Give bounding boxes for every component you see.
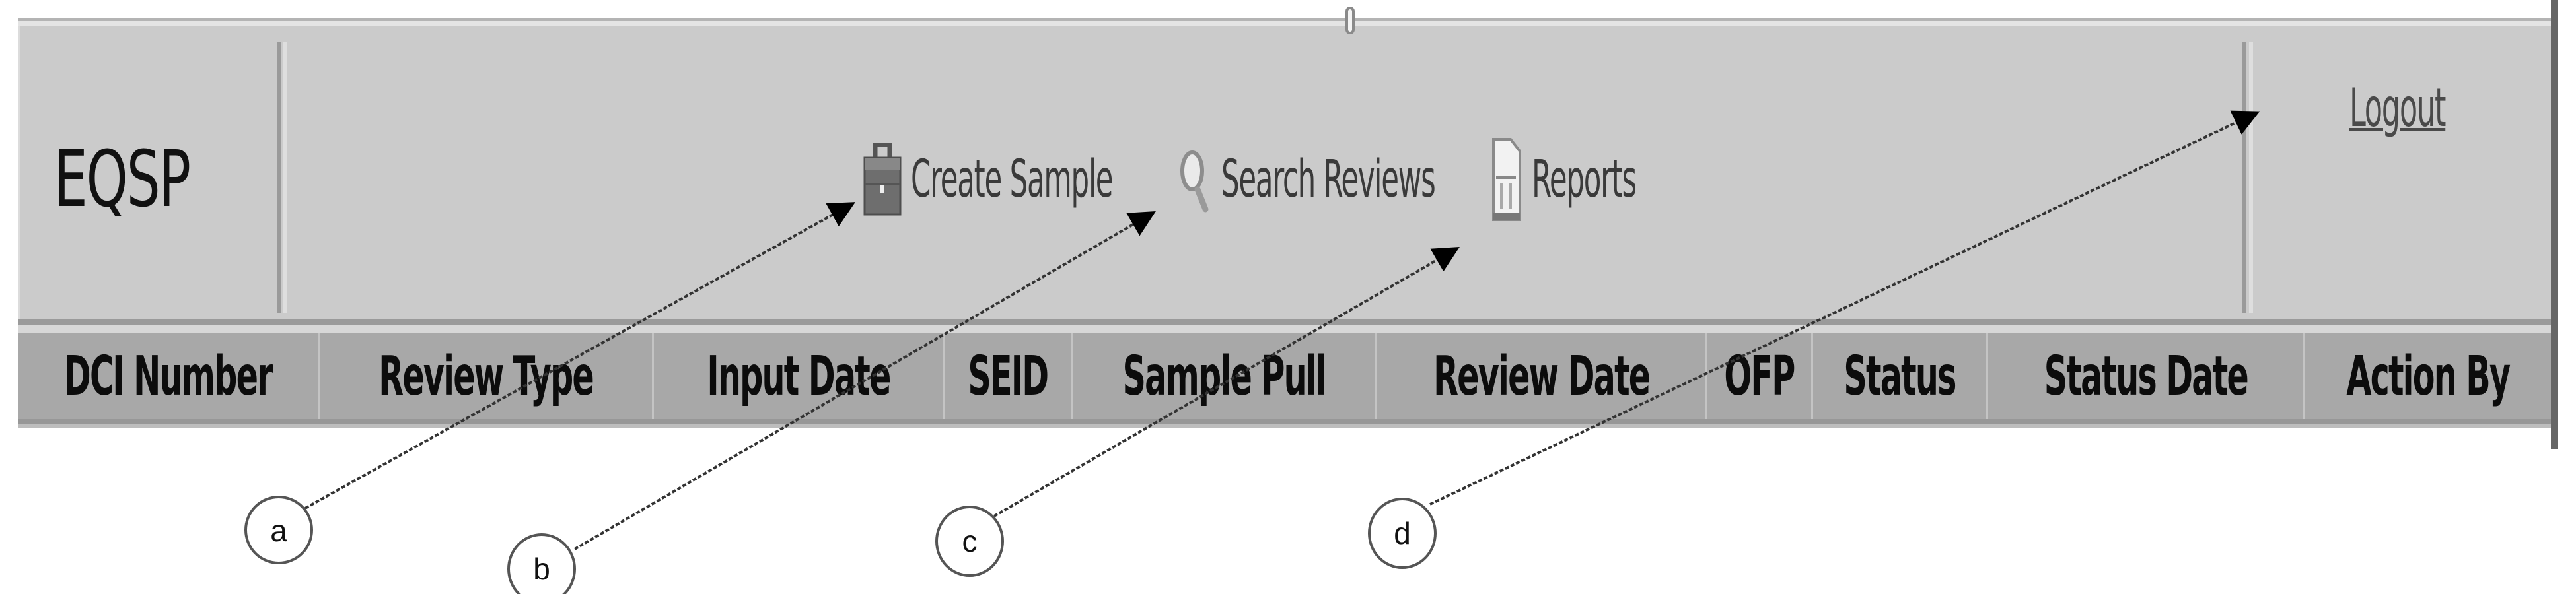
callout-b-circle [507, 533, 576, 594]
resize-grip-handle[interactable] [1345, 7, 1355, 34]
search-reviews-label: Search Reviews [1221, 150, 1436, 209]
magnifier-icon [1180, 150, 1209, 213]
table-header-row: DCI Number Review Type Input Date SEID S… [18, 333, 2551, 428]
report-document-icon [1492, 138, 1521, 221]
callout-d-circle [1368, 498, 1437, 569]
briefcase-icon [863, 143, 902, 216]
column-header-dci-number[interactable]: DCI Number [18, 333, 320, 419]
column-header-seid[interactable]: SEID [945, 333, 1073, 419]
column-header-review-type[interactable]: Review Type [320, 333, 654, 419]
reports-button[interactable]: Reports [1491, 133, 1700, 226]
eqsp-app-window: EQSP Create Sample Search Reviews [18, 7, 2551, 428]
header-separator-dark [18, 319, 2551, 325]
search-reviews-button[interactable]: Search Reviews [1179, 133, 1566, 226]
header-divider-left [277, 42, 281, 313]
callout-a-circle [244, 496, 313, 564]
header-separator-light [18, 325, 2551, 333]
header-divider-right [2242, 42, 2246, 313]
window-right-edge [2551, 0, 2558, 449]
top-header-bar: EQSP Create Sample Search Reviews [18, 7, 2551, 319]
column-header-ofp[interactable]: OFP [1707, 333, 1813, 419]
column-header-input-date[interactable]: Input Date [654, 333, 945, 419]
reports-label: Reports [1532, 150, 1637, 209]
create-sample-label: Create Sample [911, 150, 1114, 209]
column-header-action-by[interactable]: Action By [2346, 345, 2511, 408]
callout-d-label: d [1394, 516, 1411, 550]
column-header-review-date[interactable]: Review Date [1377, 333, 1707, 419]
column-header-sample-pull[interactable]: Sample Pull [1073, 333, 1377, 419]
logout-link[interactable]: Logout [2349, 77, 2446, 139]
callout-c-label: c [962, 524, 978, 558]
create-sample-button[interactable]: Create Sample [863, 133, 1236, 226]
callout-c-circle [935, 506, 1004, 577]
callout-a-label: a [270, 513, 287, 548]
column-header-status-date[interactable]: Status Date [1988, 333, 2305, 419]
column-header-status[interactable]: Status [1813, 333, 1988, 419]
callout-b-label: b [533, 552, 550, 586]
app-logo: EQSP [54, 133, 191, 224]
